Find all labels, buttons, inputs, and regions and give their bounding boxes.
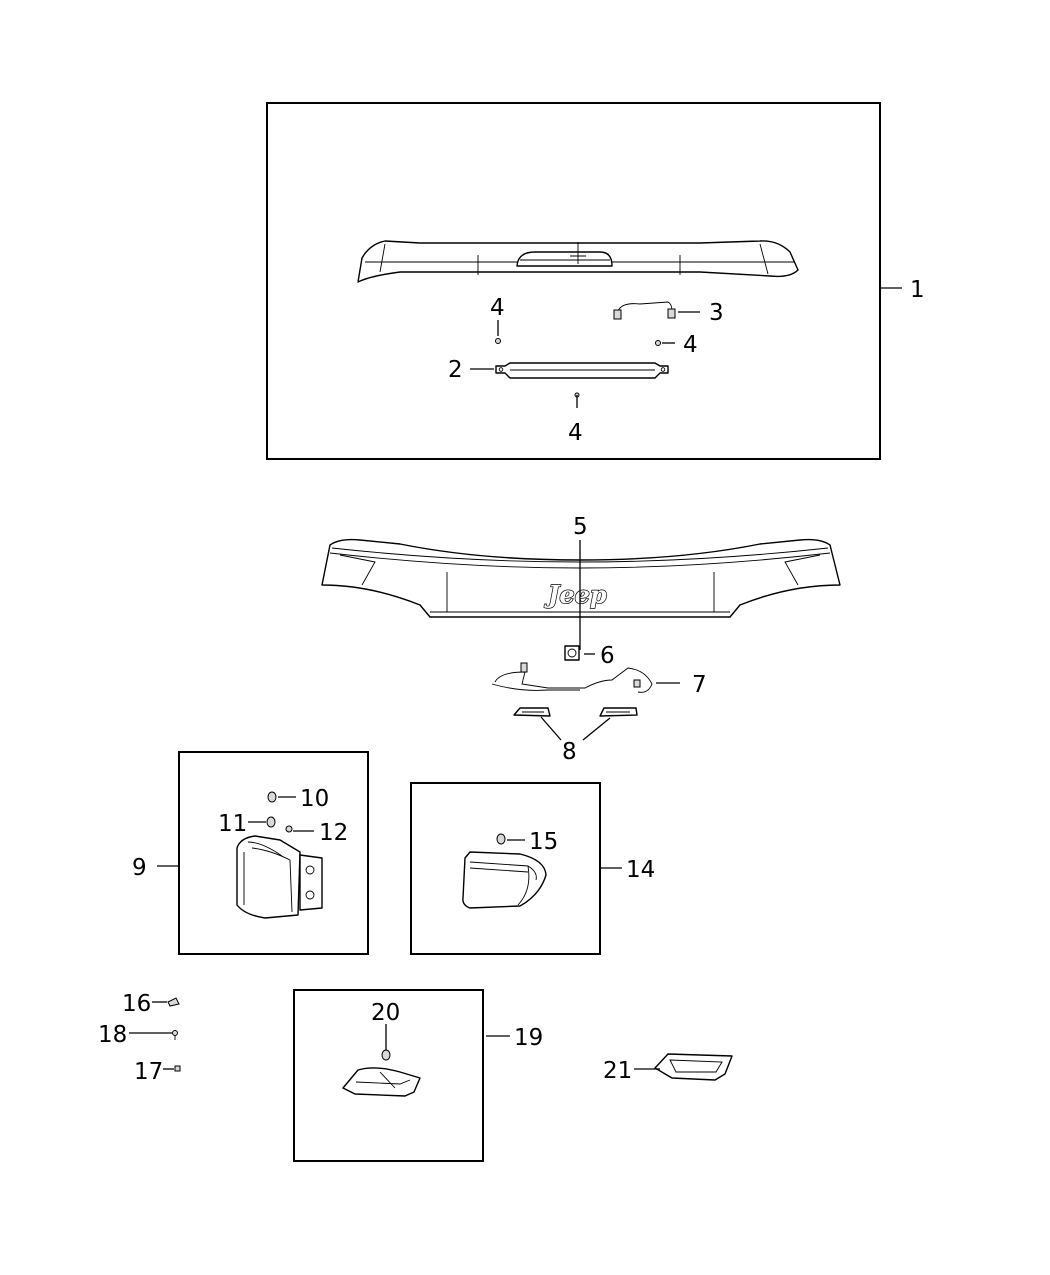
callout-9: 9 <box>132 855 147 881</box>
harness-part-7 <box>491 662 653 693</box>
callout-18: 18 <box>98 1022 127 1048</box>
lamp-part-14 <box>462 851 547 909</box>
callout-20: 20 <box>371 1000 400 1026</box>
switch-part-6 <box>564 645 580 661</box>
callout-15: 15 <box>529 829 558 855</box>
tail-lamp-part-9 <box>236 835 323 919</box>
callout-14: 14 <box>626 857 655 883</box>
callout-17: 17 <box>134 1059 163 1085</box>
logo-emblem: Jeep <box>544 580 607 609</box>
bezel-part-21 <box>654 1053 733 1081</box>
fastener-parts-16-17-18 <box>167 997 181 1072</box>
group-19-frame <box>293 989 484 1162</box>
callout-3: 3 <box>709 300 724 326</box>
lamp-part-2 <box>495 362 669 379</box>
harness-part-3 <box>613 301 676 320</box>
callout-21: 21 <box>603 1058 632 1084</box>
callout-7: 7 <box>692 672 707 698</box>
callout-2: 2 <box>448 357 463 383</box>
callout-5: 5 <box>573 514 588 540</box>
callout-4-top: 4 <box>490 295 505 321</box>
group-1-frame <box>266 102 881 460</box>
callout-6: 6 <box>600 643 615 669</box>
callout-4-bottom: 4 <box>568 420 583 446</box>
callout-10: 10 <box>300 786 329 812</box>
callout-8: 8 <box>562 739 577 765</box>
license-lamps-part-8 <box>513 707 638 717</box>
callout-19: 19 <box>514 1025 543 1051</box>
bulb-part-15 <box>496 833 506 845</box>
group-9-frame <box>178 751 369 955</box>
bulb-parts-10-11-12 <box>266 791 293 833</box>
callout-4-right: 4 <box>683 332 698 358</box>
spoiler-part <box>357 240 799 283</box>
callout-12: 12 <box>319 820 348 846</box>
reflector-part-19 <box>342 1067 421 1097</box>
bulb-part-20 <box>381 1049 391 1061</box>
callout-11: 11 <box>218 811 247 837</box>
callout-1: 1 <box>910 277 925 303</box>
callout-16: 16 <box>122 991 151 1017</box>
